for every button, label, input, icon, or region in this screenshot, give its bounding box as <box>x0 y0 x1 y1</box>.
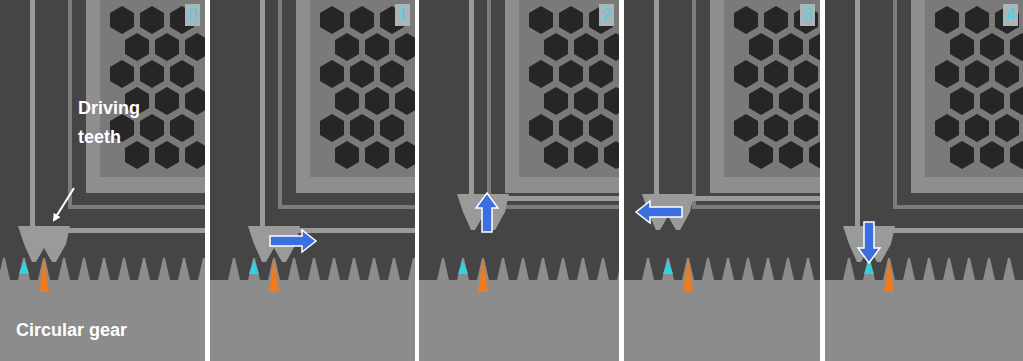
panel-number: 1 <box>395 4 410 26</box>
part-label: Circular gear <box>16 316 127 345</box>
frame-0 <box>0 0 205 361</box>
panel-number: 3 <box>800 4 815 26</box>
frame-1 <box>210 0 415 361</box>
part-label: Driving teeth <box>78 94 170 152</box>
panel-number: 2 <box>599 4 614 26</box>
frame-4 <box>825 0 1023 361</box>
panel-number: 0 <box>185 4 200 26</box>
frame-3 <box>624 0 820 361</box>
frame-2 <box>419 0 619 361</box>
panel-number: 4 <box>1003 4 1018 26</box>
